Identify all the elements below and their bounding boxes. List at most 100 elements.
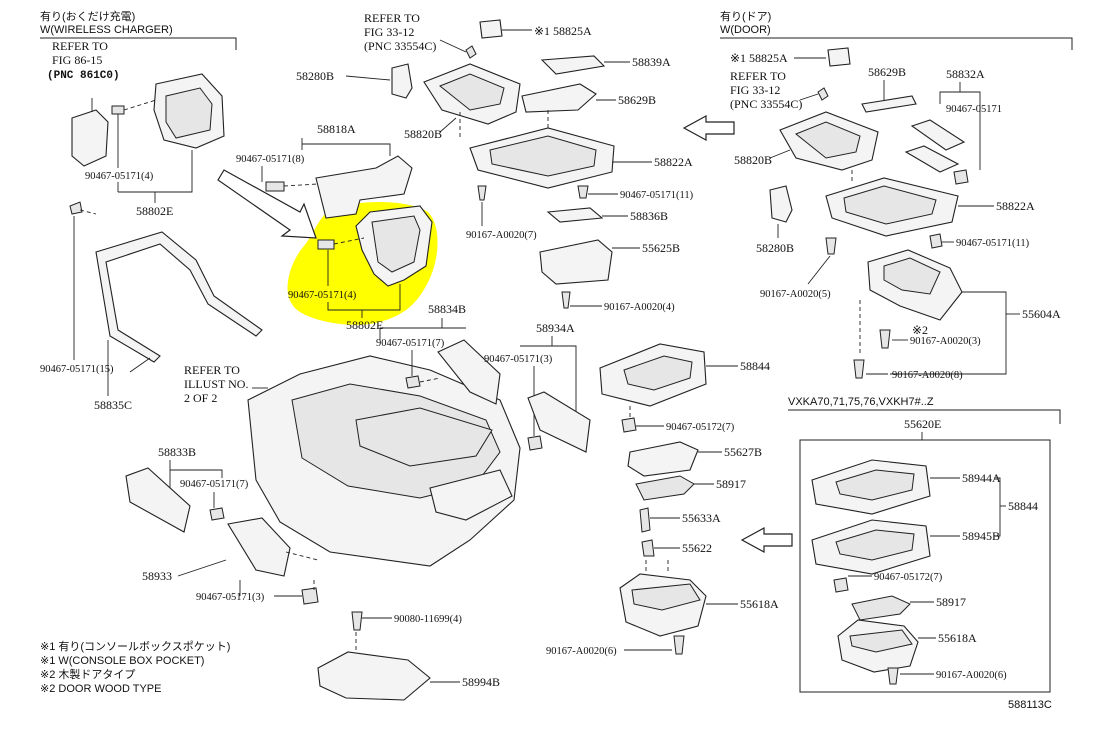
label-58280B-a: 58280B — [296, 69, 334, 83]
pocket-58825A-part — [479, 19, 503, 39]
ref-fig33a-line3: (PNC 33554C) — [364, 39, 436, 53]
panel-58933-part — [227, 517, 291, 577]
pocket-58825A-b-part — [827, 47, 851, 67]
label-90167-A0020-4: 90167-A0020(4) — [604, 302, 675, 313]
label-90080-11699-4: 90080-11699(4) — [394, 614, 462, 625]
ref-fig33b-line3: (PNC 33554C) — [730, 97, 802, 111]
label-90467-05172-7b: 90467-05172(7) — [874, 572, 943, 583]
label-55633A: 55633A — [682, 511, 721, 525]
group-lower-left: 58833B 90467-05171(7) 58933 90467-05171(… — [40, 445, 500, 701]
footnote-2-en: ※2 DOOR WOOD TYPE — [40, 683, 161, 695]
label-58917-b: 58917 — [936, 595, 966, 609]
footnote-1-en: ※1 W(CONSOLE BOX POCKET) — [40, 655, 204, 667]
screw-8-part — [853, 359, 865, 379]
label-58820B-a: 58820B — [404, 127, 442, 141]
label-58844-a: 58844 — [740, 359, 770, 373]
ref-fig86-line2: FIG 86-15 — [52, 53, 102, 67]
clip-58934A — [527, 435, 543, 451]
group-58835C: 90467-05171(15) 58835C — [40, 201, 263, 412]
label-90467-05171-3b: 90467-05171(3) — [196, 592, 265, 603]
section-door: 有り(ドア) W(DOOR) ※1 58825A REFER TO FIG 33… — [682, 9, 1073, 381]
clip-05172-b — [833, 577, 849, 593]
screw-4-part — [561, 291, 571, 309]
label-55622: 55622 — [682, 541, 712, 555]
label-55618A-a: 55618A — [740, 597, 779, 611]
ref-fig33a-line1: REFER TO — [364, 11, 420, 25]
label-58280B-b: 58280B — [756, 241, 794, 255]
clip-58835C — [69, 201, 83, 215]
ref-fig86-line3: (PNC 861C0) — [47, 70, 120, 82]
clip-11-part — [577, 185, 589, 199]
label-58944A: 58944A — [962, 471, 1001, 485]
label-90167-A0020-6b: 90167-A0020(6) — [936, 670, 1007, 681]
clip-58818A — [265, 181, 285, 192]
gasket-58917-b-part — [851, 595, 911, 621]
tray-58839A-part — [540, 55, 606, 75]
label-58802E-a: 58802E — [136, 204, 173, 218]
ring-55627B-part — [627, 441, 699, 477]
fig33-connector-a — [465, 45, 477, 59]
clip-11b-part — [929, 233, 943, 249]
label-90167-A0020-8: 90167-A0020(8) — [892, 370, 963, 381]
label-90467-05171-8: 90467-05171(8) — [236, 154, 305, 165]
section-wireless-en: W(WIRELESS CHARGER) — [40, 24, 173, 36]
label-90467-05172-7a: 90467-05172(7) — [666, 422, 735, 433]
bracket-58994B-part — [317, 651, 431, 701]
knob-58280B-part — [391, 63, 413, 99]
screw-7-part — [477, 185, 487, 201]
screw-3-part — [879, 329, 891, 349]
label-58934A: 58934A — [536, 321, 575, 335]
section-door-jp: 有り(ドア) — [720, 9, 771, 23]
ref-illust-line1: REFER TO — [184, 363, 240, 377]
plate-58629B-part — [521, 83, 597, 113]
label-90467-05171-7b: 90467-05171(7) — [180, 479, 249, 490]
label-58825A-a: ※1 58825A — [534, 24, 592, 38]
direction-arrow-2 — [740, 526, 793, 554]
label-58839A: 58839A — [632, 55, 671, 69]
group-cupholder: 58844 90467-05172(7) 55627B 58917 55633A… — [546, 343, 793, 657]
footnotes: ※1 有り(コンソールボックスポケット) ※1 W(CONSOLE BOX PO… — [40, 639, 230, 695]
pocket-58934A-part — [527, 391, 591, 453]
label-58822A-b: 58822A — [996, 199, 1035, 213]
label-90467-05171-4-b: 90467-05171(4) — [288, 290, 357, 301]
knob-58280B-b-part — [769, 185, 793, 223]
label-58820B-b: 58820B — [734, 153, 772, 167]
pad-58836B-part — [546, 207, 604, 223]
ref-fig86-line1: REFER TO — [52, 39, 108, 53]
label-58629B-a: 58629B — [618, 93, 656, 107]
label-58629B-b: 58629B — [868, 65, 906, 79]
label-58834B: 58834B — [428, 302, 466, 316]
group-58818A: 58818A 90467-05171(8) 90467-05171(4) 588… — [217, 122, 433, 332]
trim-58835C-part — [95, 231, 263, 363]
clip-58833B — [209, 507, 225, 521]
label-55618A-b: 55618A — [938, 631, 977, 645]
label-58818A: 58818A — [317, 122, 356, 136]
label-58833B: 58833B — [158, 445, 196, 459]
fig33-connector-b — [817, 87, 829, 101]
section-vxka: VXKA70,71,75,76,VXKH7#..Z 55620E 58944A … — [788, 396, 1061, 693]
label-58917-a: 58917 — [716, 477, 746, 491]
clip-05172-a — [621, 417, 637, 433]
label-58832A: 58832A — [946, 67, 985, 81]
section-wireless-charger: 有り(おくだけ充電) W(WIRELESS CHARGER) REFER TO … — [40, 9, 237, 218]
label-90467-05171-15: 90467-05171(15) — [40, 364, 114, 375]
label-55604A: 55604A — [1022, 307, 1061, 321]
ref-illust-line3: 2 OF 2 — [184, 391, 217, 405]
screw-6a-part — [673, 635, 685, 655]
direction-arrow-1 — [217, 169, 317, 239]
label-90467-05171-3a: 90467-05171(3) — [484, 354, 553, 365]
spring-55622-part — [641, 539, 655, 557]
label-58802E-b: 58802E — [346, 318, 383, 332]
label-58844-b: 58844 — [1008, 499, 1038, 513]
footnote-2-jp: ※2 木製ドアタイプ — [40, 667, 135, 681]
clip-part — [111, 105, 125, 115]
label-58836B: 58836B — [630, 209, 668, 223]
label-55620E: 55620E — [904, 417, 941, 431]
ref-illust-line2: ILLUST NO. — [184, 377, 248, 391]
label-90167-A0020-3: 90167-A0020(3) — [910, 336, 981, 347]
panel-58818A-part — [315, 155, 413, 219]
label-90467-05171-11b: 90467-05171(11) — [956, 238, 1030, 249]
ref-fig33b-line1: REFER TO — [730, 69, 786, 83]
panel-58833B-part — [125, 467, 191, 533]
